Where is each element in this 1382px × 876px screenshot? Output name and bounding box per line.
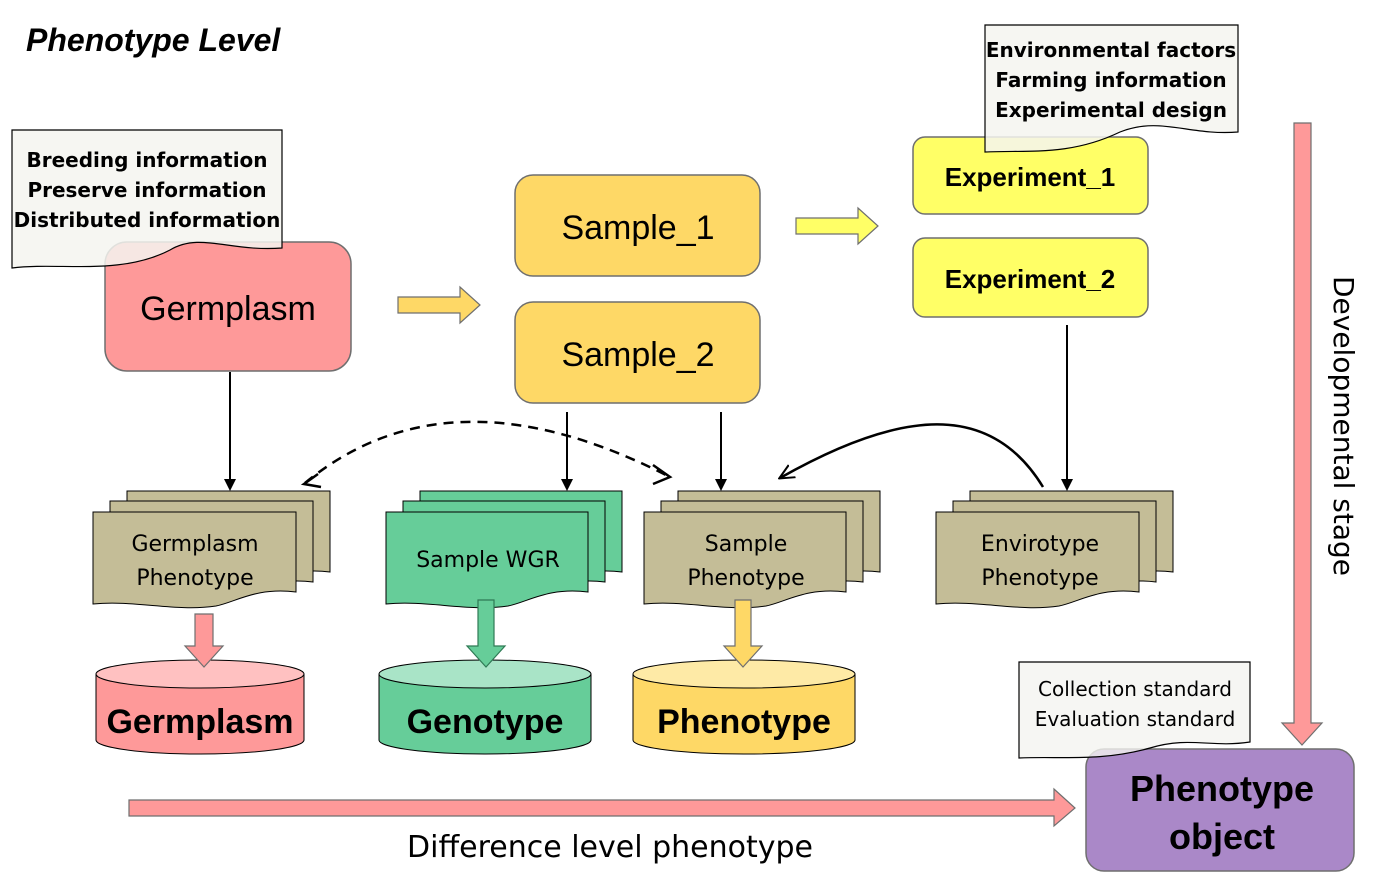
standard-note: Collection standard Evaluation standard [1018, 661, 1251, 759]
experiment-note-line: Experimental design [995, 98, 1227, 122]
difference-level-label: Difference level phenotype [407, 830, 813, 865]
standard-note-line: Collection standard [1038, 677, 1232, 701]
arrow-doc-to-db-phenotype [722, 599, 764, 668]
db-germplasm-label: Germplasm [106, 703, 293, 741]
sample2-box-label: Sample_2 [561, 336, 714, 374]
doc-germplasm-phenotype-line: Germplasm [131, 532, 258, 557]
experiment-note: Environmental factors Farming informatio… [984, 24, 1239, 153]
developmental-stage-label: Developmental stage [1327, 276, 1360, 576]
dashed-link-germplasm-sample-phenotype [304, 420, 671, 484]
arrow-samples-to-experiments [795, 206, 879, 246]
arrow-difference-level [128, 787, 1076, 828]
arrow-developmental-stage [1280, 122, 1324, 746]
arrow-doc-to-db-genotype [465, 599, 507, 668]
sample2-box [514, 301, 761, 404]
doc-sample-wgr: Sample WGR [385, 490, 623, 609]
phenotype-object-box [1085, 748, 1355, 872]
experiment-note-line: Environmental factors [986, 38, 1236, 62]
experiment1-box-label: Experiment_1 [945, 162, 1116, 192]
sample1-box [514, 174, 761, 277]
arrow-germplasm-to-samples [397, 285, 481, 325]
arrow-envirotype-to-sample-phenotype [780, 423, 1045, 488]
doc-sample-phenotype-line: Phenotype [687, 566, 804, 591]
experiment2-box [912, 237, 1149, 318]
germplasm-note-line: Preserve information [27, 178, 266, 202]
dashed-link-arrowhead-right [652, 463, 673, 486]
germplasm-box-label: Germplasm [140, 290, 316, 328]
phenotype-object-line: object [1169, 816, 1275, 857]
arrow-doc-to-db-germplasm [183, 613, 225, 668]
doc-envirotype-phenotype: Envirotype Phenotype [935, 490, 1174, 609]
experiment-note-line: Farming information [995, 68, 1226, 92]
standard-note-line: Evaluation standard [1035, 707, 1236, 731]
doc-sample-phenotype-line: Sample [705, 532, 788, 557]
db-phenotype [632, 659, 856, 755]
sample1-box-label: Sample_1 [561, 209, 714, 247]
experiment2-box-label: Experiment_2 [945, 264, 1116, 294]
doc-sample-phenotype: Sample Phenotype [643, 490, 881, 609]
db-phenotype-label: Phenotype [657, 703, 831, 741]
page-title: Phenotype Level [26, 22, 281, 58]
doc-sample-wgr-line: Sample WGR [416, 548, 560, 573]
db-genotype [378, 659, 592, 755]
doc-germplasm-phenotype: Germplasm Phenotype [92, 490, 331, 609]
phenotype-object-line: Phenotype [1130, 768, 1314, 809]
germplasm-note-line: Breeding information [26, 148, 267, 172]
doc-envirotype-phenotype-line: Phenotype [981, 566, 1098, 591]
db-genotype-label: Genotype [407, 703, 564, 741]
germplasm-note-line: Distributed information [14, 208, 281, 232]
doc-envirotype-phenotype-line: Envirotype [981, 532, 1099, 557]
db-germplasm [95, 659, 305, 755]
germplasm-note: Breeding information Preserve informatio… [11, 129, 283, 269]
dashed-link-arrowhead-left [300, 472, 322, 489]
doc-germplasm-phenotype-line: Phenotype [136, 566, 253, 591]
